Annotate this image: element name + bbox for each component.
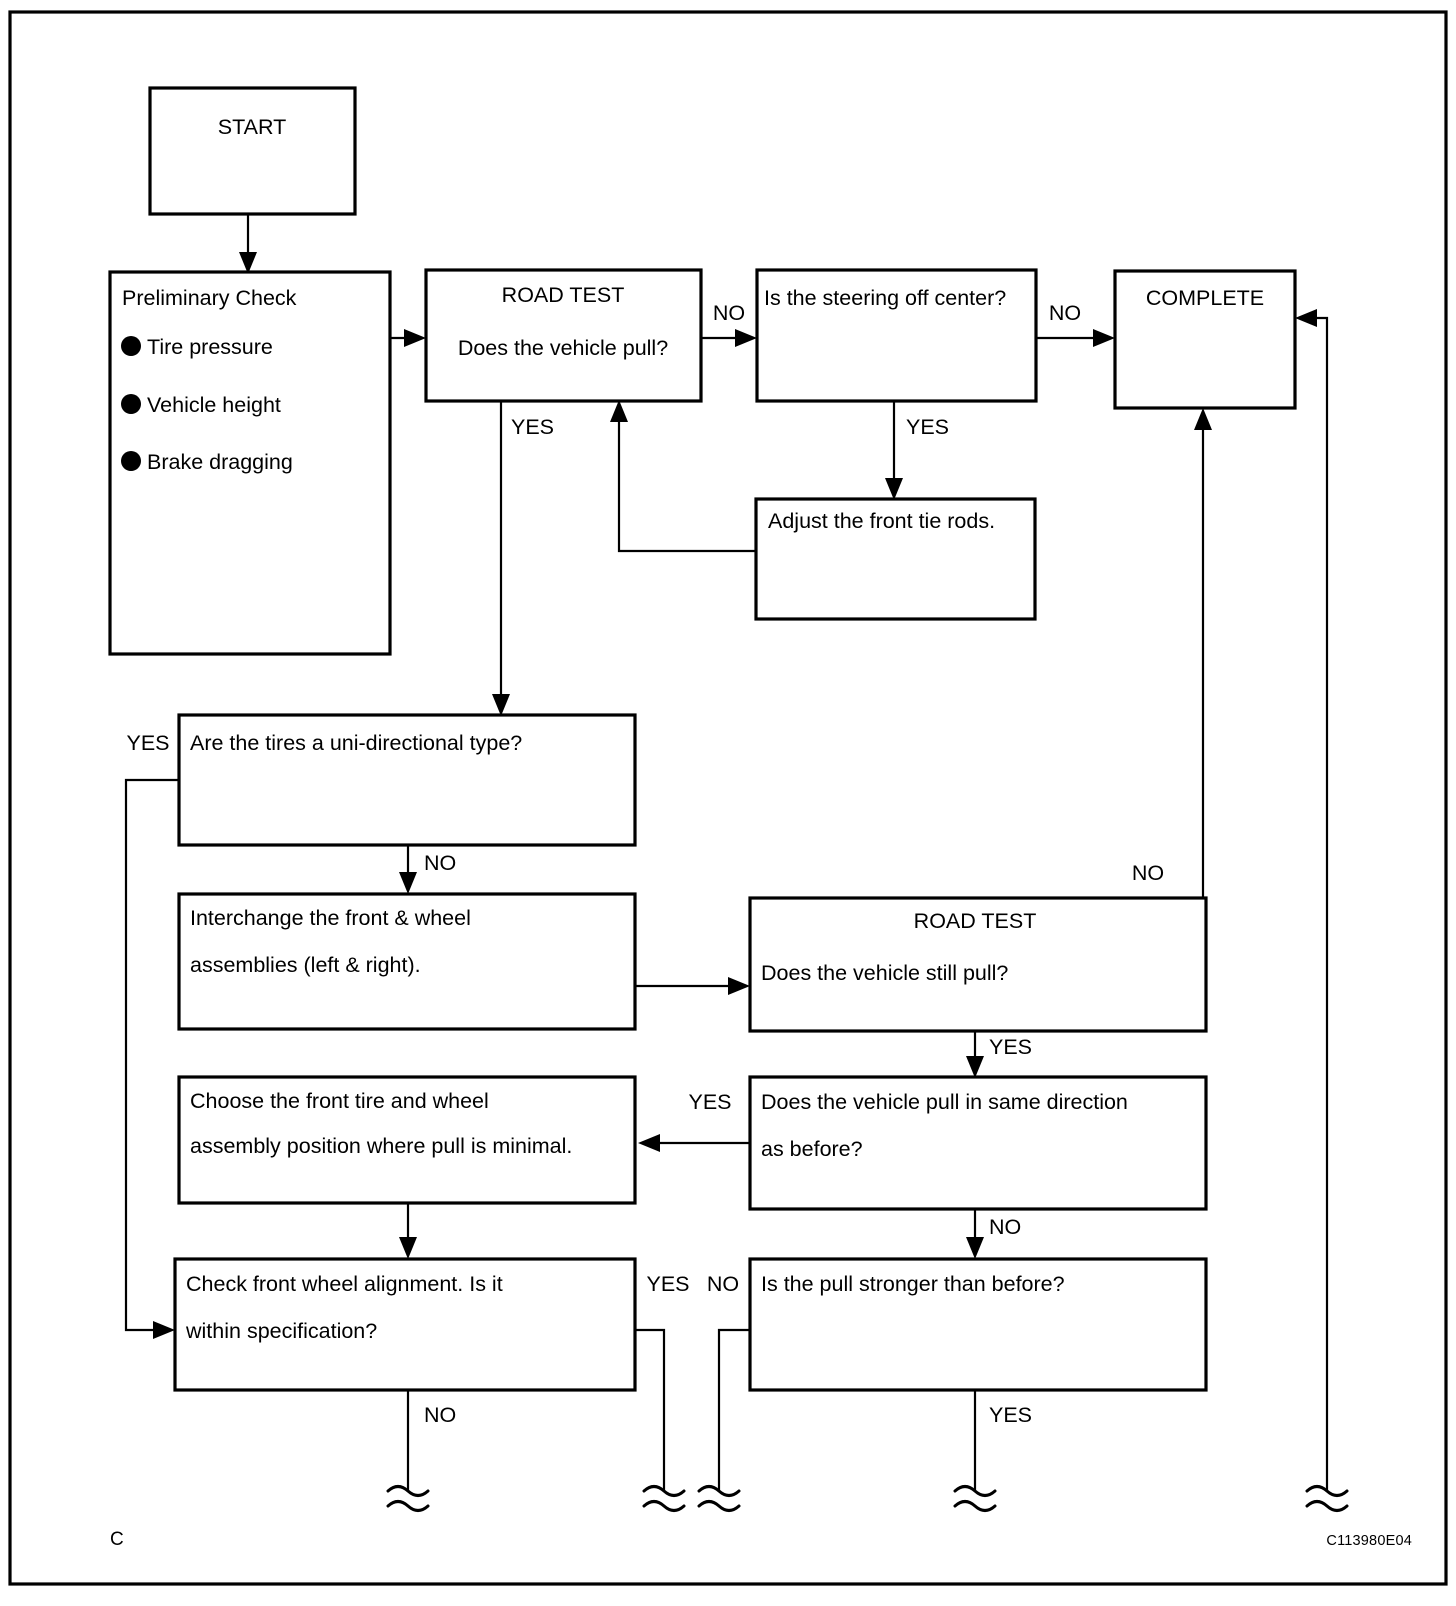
edge-unidirectional-no-to-interchange <box>399 845 417 894</box>
edge-label-steering-no: NO <box>1049 301 1081 325</box>
edge-label-alignment-no: NO <box>424 1403 456 1427</box>
edge-label-roadtest1-no: NO <box>713 301 745 325</box>
edge-alignment-yes-to-break <box>635 1328 666 1490</box>
edge-label-stronger-yes: YES <box>989 1403 1032 1427</box>
page-border <box>8 10 1448 1586</box>
node-complete[interactable]: COMPLETE <box>1113 269 1297 410</box>
choose-position-line-1: Choose the front tire and wheel <box>190 1089 489 1113</box>
road-test-2-question: Does the vehicle still pull? <box>761 961 1008 985</box>
interchange-line-2: assemblies (left & right). <box>190 953 421 977</box>
break-symbol-alignment-yes <box>642 1485 686 1512</box>
edge-interchange-to-roadtest2 <box>635 977 750 995</box>
edge-label-steering-yes: YES <box>906 415 949 439</box>
edge-label-samedirection-yes: YES <box>688 1090 731 1114</box>
node-interchange[interactable]: Interchange the front & wheel assemblies… <box>177 892 637 1031</box>
same-direction-line-1: Does the vehicle pull in same direction <box>761 1090 1128 1114</box>
node-choose-position[interactable]: Choose the front tire and wheel assembly… <box>177 1075 637 1205</box>
check-alignment-line-2: within specification? <box>185 1319 377 1343</box>
figure-code: C113980E04 <box>1326 1533 1412 1549</box>
node-road-test-2[interactable]: ROAD TEST Does the vehicle still pull? <box>748 896 1208 1033</box>
edge-preliminary-to-roadtest1 <box>390 329 426 347</box>
node-uni-directional[interactable]: Are the tires a uni-directional type? <box>177 713 637 847</box>
node-pull-stronger[interactable]: Is the pull stronger than before? <box>748 1257 1208 1392</box>
road-test-1-question: Does the vehicle pull? <box>458 336 668 360</box>
node-start[interactable]: START <box>148 86 357 216</box>
node-road-test-1[interactable]: ROAD TEST Does the vehicle pull? <box>424 268 703 403</box>
uni-directional-question: Are the tires a uni-directional type? <box>190 731 522 755</box>
edge-label-roadtest2-no: NO <box>1132 861 1164 885</box>
edge-stronger-no-to-break <box>717 1328 750 1490</box>
node-check-alignment[interactable]: Check front wheel alignment. Is it withi… <box>173 1257 637 1392</box>
road-test-2-title: ROAD TEST <box>914 909 1037 933</box>
edge-samedirection-yes-to-choose <box>638 1134 750 1152</box>
break-symbol-stronger-yes <box>953 1485 997 1512</box>
edge-choose-to-alignment <box>399 1203 417 1259</box>
break-symbol-return-rail <box>1305 1485 1349 1512</box>
node-preliminary-check[interactable]: Preliminary Check Tire pressure Vehicle … <box>108 270 392 656</box>
edge-unidirectional-yes-to-alignment <box>124 778 179 1339</box>
node-same-direction[interactable]: Does the vehicle pull in same direction … <box>748 1075 1208 1211</box>
pull-stronger-question: Is the pull stronger than before? <box>761 1272 1065 1296</box>
bullet-icon <box>121 336 141 356</box>
start-label: START <box>218 115 287 139</box>
bullet-icon <box>121 451 141 471</box>
edge-label-unidirectional-no: NO <box>424 851 456 875</box>
edge-roadtest1-yes-to-unidirectional <box>492 400 510 716</box>
preliminary-check-title: Preliminary Check <box>122 286 297 310</box>
choose-position-line-2: assembly position where pull is minimal. <box>190 1134 572 1158</box>
edge-steering-yes-to-adjust <box>885 400 903 500</box>
preliminary-item-2: Brake dragging <box>147 450 293 474</box>
page-corner-label: C <box>110 1529 124 1550</box>
interchange-line-1: Interchange the front & wheel <box>190 906 471 930</box>
edge-steering-no-to-complete <box>1036 329 1115 347</box>
node-steering-off-center[interactable]: Is the steering off center? <box>755 268 1038 403</box>
adjust-tie-rods-text: Adjust the front tie rods. <box>768 509 995 533</box>
edge-roadtest2-no-to-complete <box>1194 408 1212 898</box>
edge-label-stronger-no: NO <box>707 1272 739 1296</box>
preliminary-item-0: Tire pressure <box>147 335 273 359</box>
edge-return-rail-to-complete <box>1295 309 1329 1490</box>
steering-off-center-question: Is the steering off center? <box>764 286 1006 310</box>
same-direction-line-2: as before? <box>761 1137 863 1161</box>
complete-label: COMPLETE <box>1146 286 1264 310</box>
edge-samedirection-no-to-stronger <box>966 1209 984 1259</box>
break-symbol-alignment-no <box>386 1485 430 1512</box>
break-symbol-stronger-no <box>697 1485 741 1512</box>
edge-label-alignment-yes: YES <box>646 1272 689 1296</box>
edge-roadtest2-yes-to-samedirection <box>966 1031 984 1078</box>
edge-adjust-back-to-roadtest1 <box>610 400 756 553</box>
edge-label-samedirection-no: NO <box>989 1215 1021 1239</box>
edge-label-unidirectional-yes: YES <box>126 731 169 755</box>
bullet-icon <box>121 394 141 414</box>
edge-label-roadtest2-yes: YES <box>989 1035 1032 1059</box>
road-test-1-title: ROAD TEST <box>502 283 625 307</box>
node-adjust-tie-rods[interactable]: Adjust the front tie rods. <box>754 497 1037 621</box>
edge-start-to-preliminary <box>239 214 257 274</box>
preliminary-item-1: Vehicle height <box>147 393 281 417</box>
edge-label-roadtest1-yes: YES <box>511 415 554 439</box>
check-alignment-line-1: Check front wheel alignment. Is it <box>186 1272 503 1296</box>
edge-roadtest1-no-to-steering <box>701 329 757 347</box>
